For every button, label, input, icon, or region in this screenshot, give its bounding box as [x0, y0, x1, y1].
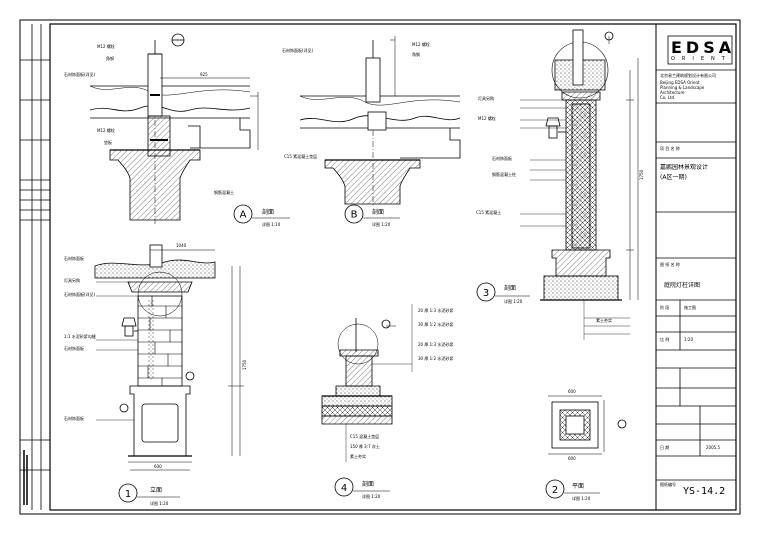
view-b-number: B	[351, 210, 358, 221]
a-note-1: M12 螺栓	[97, 43, 115, 49]
v3-note-1: 灯具另购	[478, 95, 494, 101]
project-label: 项 目 名 称	[660, 146, 680, 151]
view-4-title: 剖面	[362, 480, 374, 488]
a-note-3: 石材饰面板(详见)	[64, 71, 96, 77]
a-note-5: 垫板	[104, 139, 112, 145]
logo-sub: ORIENT	[671, 56, 732, 62]
project-sub: (A区一期)	[660, 174, 687, 181]
b-note-3: 角钢	[412, 51, 420, 57]
date-value: 2005.5	[706, 445, 720, 450]
v2-dim: 600	[568, 389, 576, 394]
v4-note-2: 30 厚 1:2 水泥砂浆	[418, 321, 453, 327]
title-block-frame	[655, 24, 736, 510]
v3-note-3: 石材饰面板	[492, 155, 512, 161]
v4-note-4: 30 厚 1:2 水泥砂浆	[418, 355, 453, 361]
company-name-en-1: Beijing EDSA Orient	[660, 80, 700, 85]
view-a-badge	[233, 204, 253, 224]
view-2-title: 平面	[572, 483, 584, 490]
v2-dim-bottom: 600	[568, 456, 576, 461]
view-4-badge	[334, 477, 354, 497]
drawing-name: 庭院灯柱详图	[664, 282, 701, 289]
v3-note-2: M12 螺栓	[478, 115, 496, 121]
v1-dim-bottom: 600	[154, 464, 162, 469]
view-2-badge	[545, 479, 565, 499]
v3-dim-total: 1750	[639, 169, 644, 180]
b-note-2: M12 螺栓	[412, 41, 430, 47]
company-name-en-3: Architecture	[660, 90, 685, 95]
v1-note-5: 石材饰面板	[64, 345, 84, 351]
v1-note-4: 1:1 水泥砂浆勾缝	[64, 333, 96, 339]
view-3-title: 剖面	[504, 284, 516, 292]
view-1	[94, 244, 244, 471]
v1-note-1: 石材饰面板	[64, 255, 84, 261]
v3-note-4: 钢筋混凝土柱	[492, 171, 516, 177]
a-note-4: M12 螺栓	[97, 127, 115, 133]
v1-dim-top: 1040	[176, 243, 187, 248]
view-b	[299, 36, 461, 206]
view-4-number: 4	[341, 483, 347, 494]
left-margin-block	[20, 24, 50, 510]
view-1-badge	[118, 483, 138, 503]
view-a-scale: 详图 1:10	[262, 221, 281, 227]
v4-note-7: 素土夯实	[350, 453, 366, 459]
view-1-title: 立面	[150, 486, 162, 494]
view-a-number: A	[240, 210, 247, 221]
view-3-badge	[476, 282, 496, 302]
drawing-label: 图 纸 名 称	[660, 262, 680, 267]
v4-note-5: C15 混凝土垫层	[350, 433, 379, 439]
sheet-number: YS-14.2	[683, 486, 726, 497]
b-note-4: C15 素混凝土垫层	[284, 153, 317, 159]
project-name: 嘉鹏园林景观设计	[660, 164, 709, 171]
v4-note-3: 20 厚 1:3 水泥砂浆	[418, 341, 453, 347]
v1-dim-total: 1750	[242, 359, 247, 370]
view-b-scale: 详图 1:20	[372, 221, 391, 227]
view-b-badge	[344, 204, 364, 224]
view-2-number: 2	[552, 485, 558, 496]
phase-value: 施工图	[684, 305, 696, 310]
view-4-scale: 详图 1:20	[362, 493, 381, 499]
view-2-scale: 详图 1:20	[572, 495, 591, 501]
phase-label: 阶 段	[660, 305, 670, 310]
company-name-en-2: Planning & Landscape	[660, 85, 705, 90]
date-label: 日 期	[660, 445, 670, 450]
sheet-number-label: 图纸编号	[660, 482, 676, 487]
view-2	[548, 395, 627, 455]
view-4	[321, 304, 413, 462]
company-name-cn: 北京易兰建筑规划设计有限公司	[660, 73, 716, 78]
view-b-title: 剖面	[372, 208, 384, 216]
v1-note-3: 石材饰面板(详见)	[64, 291, 96, 297]
view-a	[89, 33, 259, 224]
view-1-number: 1	[125, 489, 131, 500]
a-note-2: 角钢	[106, 55, 114, 61]
v4-note-1: 20 厚 1:3 水泥砂浆	[418, 307, 453, 313]
inner-border	[49, 23, 737, 511]
outer-border	[19, 19, 741, 515]
view-3-scale: 详图 1:20	[504, 298, 523, 304]
view-3-number: 3	[483, 288, 489, 299]
v1-note-2: 灯具另购	[64, 277, 80, 283]
scale-label: 比 例	[660, 337, 670, 342]
logo-main: EDSA	[671, 38, 736, 57]
v3-note-6: 素土夯实	[596, 317, 612, 323]
view-a-title: 剖面	[262, 208, 274, 216]
b-note-1: 石材饰面板(详见)	[282, 47, 314, 53]
a-note-6: 钢筋混凝土	[214, 189, 234, 195]
v3-note-5: C15 素混凝土	[476, 209, 501, 215]
v1-note-6: 石材饰面板	[64, 415, 84, 421]
scale-value: 1:20	[684, 337, 693, 342]
view-1-scale: 详图 1:20	[150, 500, 169, 506]
view-3	[520, 29, 639, 340]
company-name-en-4: Co. Ltd.	[660, 95, 676, 100]
a-dim: 925	[200, 72, 208, 77]
v4-note-6: 150 厚 3:7 灰土	[350, 443, 380, 449]
company-logo: EDSA ORIENT	[671, 40, 735, 66]
